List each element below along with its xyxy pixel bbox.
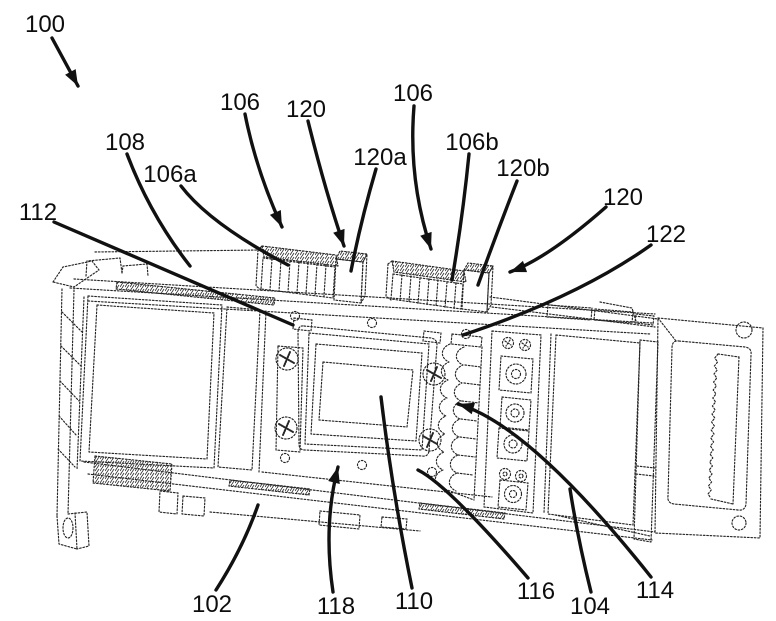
- ref-label-114: 114: [636, 577, 674, 604]
- ref-label-100: 100: [25, 11, 65, 38]
- ref-label-120-left: 120: [286, 96, 326, 123]
- ref-label-106a: 106a: [143, 161, 197, 188]
- arrowhead-106-left: [269, 209, 282, 227]
- terminal-block-right: [385, 260, 494, 313]
- arrowhead-120-right: [510, 260, 528, 273]
- leader-106-left: [243, 112, 284, 229]
- ref-label-122: 122: [646, 221, 686, 248]
- terminal-block-left: [255, 245, 368, 304]
- front-panel-left: [79, 295, 267, 473]
- leader-118: [327, 465, 340, 594]
- leader-122: [461, 243, 653, 337]
- ref-label-106-right: 106: [393, 80, 433, 107]
- leader-110: [379, 395, 414, 590]
- ref-label-112: 112: [19, 199, 57, 226]
- device-sketch: [52, 245, 764, 550]
- leader-120-right: [508, 205, 608, 274]
- ref-label-106b: 106b: [445, 129, 498, 156]
- arrowhead-100: [65, 69, 78, 86]
- top-rail: [69, 278, 659, 335]
- display-frame: [274, 310, 472, 478]
- frame-screws: [274, 347, 446, 452]
- ref-label-116: 116: [517, 578, 555, 605]
- leader-120a: [349, 167, 378, 273]
- leader-106a: [179, 184, 290, 267]
- ref-label-102: 102: [192, 591, 232, 618]
- ref-label-104: 104: [570, 593, 610, 620]
- leader-104: [568, 487, 593, 594]
- ref-label-108: 108: [105, 129, 145, 156]
- ref-label-110: 110: [395, 588, 433, 615]
- leader-106-right: [411, 104, 433, 251]
- ref-label-118: 118: [317, 593, 355, 620]
- ref-label-106-left: 106: [220, 89, 260, 116]
- arrowhead-114: [458, 402, 476, 415]
- arrowhead-120-left: [333, 228, 345, 246]
- leader-120-left: [306, 119, 346, 248]
- rear-connector-plate: [654, 317, 764, 539]
- bottom-rail: [83, 455, 656, 541]
- arrowhead-106-right: [420, 231, 432, 249]
- coax-panel: [483, 330, 542, 514]
- ref-label-120b: 120b: [496, 155, 549, 182]
- left-side-wall: [56, 288, 90, 550]
- ref-label-120a: 120a: [353, 144, 407, 171]
- side-panel-right: [543, 333, 659, 543]
- ref-label-120-right: 120: [603, 184, 643, 211]
- left-bracket-plate: [52, 249, 263, 288]
- leader-112: [52, 220, 295, 327]
- leader-108: [125, 152, 192, 268]
- arrowhead-118: [328, 467, 340, 484]
- leader-106b: [450, 152, 471, 282]
- leader-114: [456, 402, 653, 579]
- leader-102: [214, 503, 260, 592]
- scalloped-strip: [434, 333, 483, 501]
- leader-116: [416, 468, 530, 580]
- leader-120b: [476, 179, 519, 287]
